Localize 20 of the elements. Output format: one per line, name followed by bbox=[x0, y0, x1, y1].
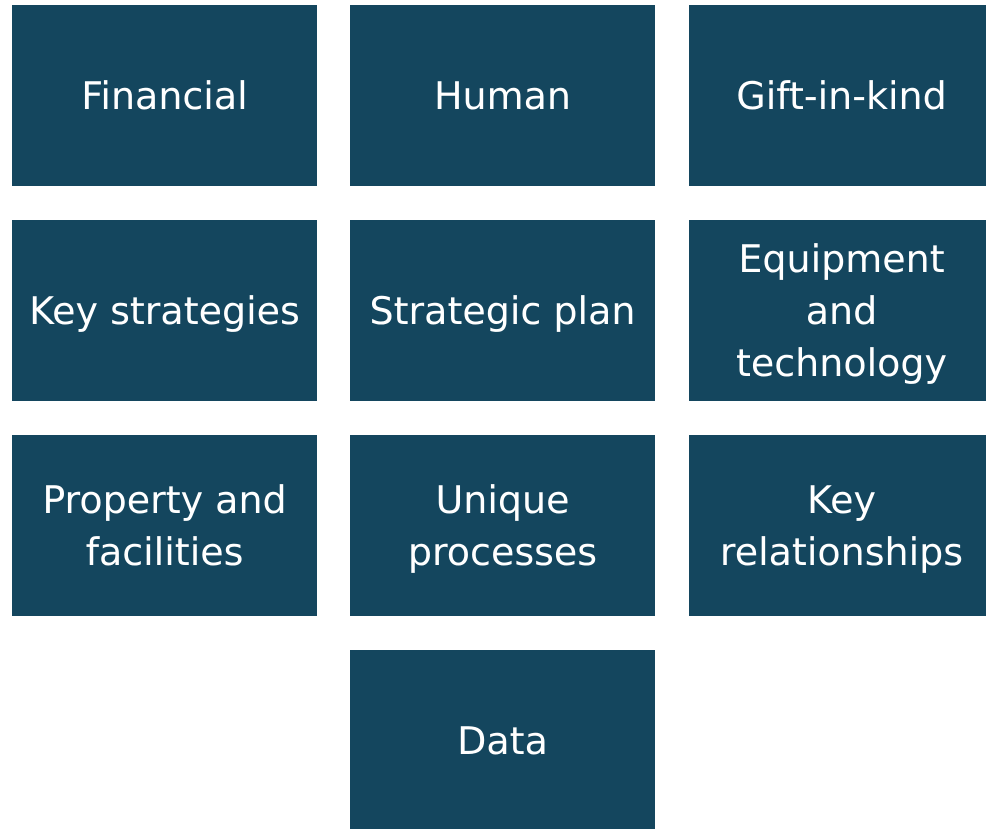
box-label: Property and facilities bbox=[41, 476, 288, 576]
box-label: Equipment and technology bbox=[734, 236, 948, 386]
category-box bbox=[350, 5, 655, 186]
box-label: Unique processes bbox=[406, 476, 598, 576]
category-box bbox=[689, 5, 986, 186]
category-box bbox=[12, 5, 317, 186]
box-label: Financial bbox=[81, 72, 248, 120]
box-label: Human bbox=[434, 72, 572, 120]
box-label: Key relationships bbox=[718, 476, 964, 576]
box-label: Data bbox=[457, 718, 548, 764]
category-box bbox=[350, 435, 655, 616]
category-box bbox=[350, 650, 655, 829]
box-label: Strategic plan bbox=[370, 288, 636, 334]
box-label: Key strategies bbox=[29, 288, 300, 334]
category-box bbox=[350, 220, 655, 401]
category-box bbox=[689, 435, 986, 616]
category-box bbox=[689, 220, 986, 401]
category-box bbox=[12, 220, 317, 401]
category-box bbox=[12, 435, 317, 616]
box-label: Gift-in-kind bbox=[736, 72, 947, 120]
